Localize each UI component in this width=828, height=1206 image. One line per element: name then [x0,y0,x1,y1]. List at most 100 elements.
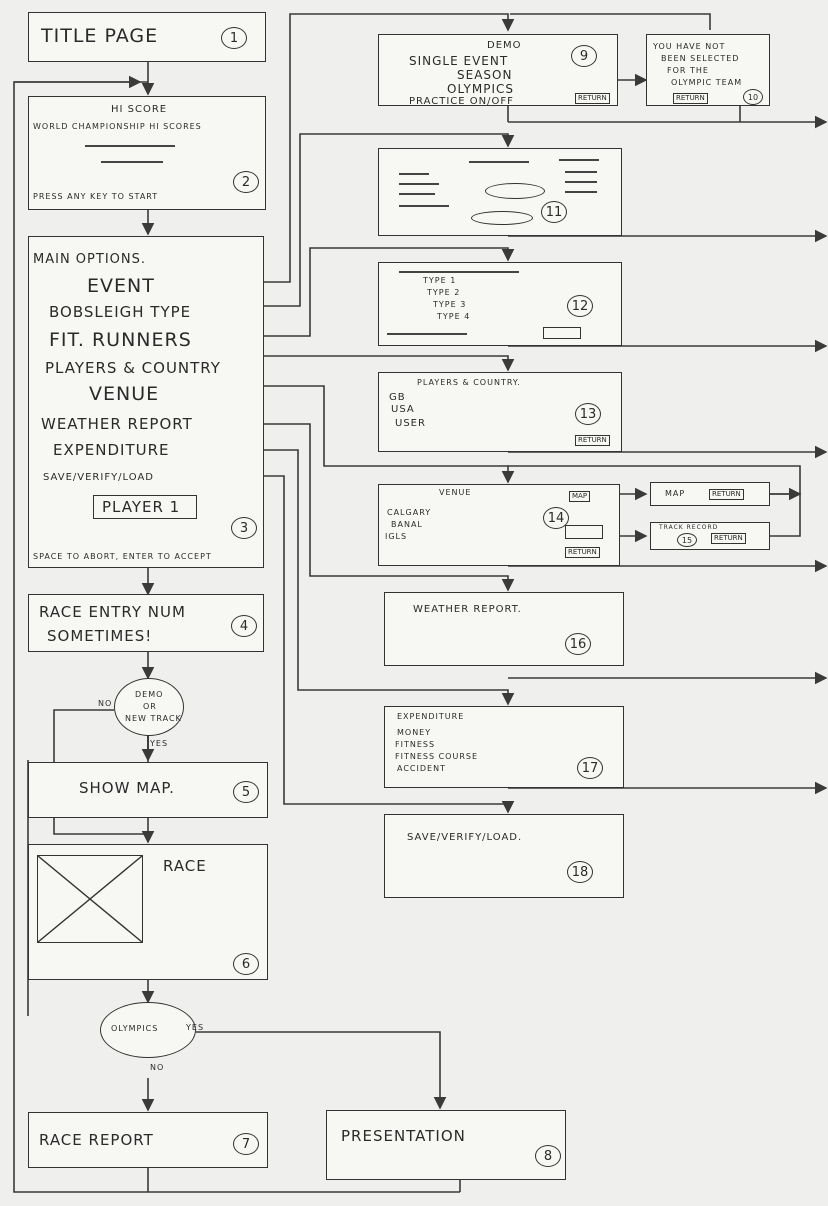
map-sub-label: MAP [665,490,685,498]
expenditure-course: FITNESS COURSE [395,753,478,761]
step-number-1: 1 [221,27,247,49]
venue-heading: VENUE [439,489,471,497]
expenditure-fitness: FITNESS [395,741,435,749]
sketch-line [565,191,597,193]
event-line-practice: PRACTICE ON/OFF [409,97,514,107]
sketch-line [559,159,599,161]
sketch-line [565,171,597,173]
weather-label: WEATHER REPORT. [413,605,522,615]
step-number-4: 4 [231,615,257,637]
main-item-players: PLAYERS & COUNTRY [45,361,221,376]
track-record-box: TRACK RECORD 15 RETURN [650,522,770,550]
hiscore-line [85,145,175,147]
title-page-box: TITLE PAGE 1 [28,12,266,62]
race-entry-line2: SOMETIMES! [47,629,152,644]
venue-box: VENUE CALGARY BANAL IGLS MAP 14 RETURN [378,484,620,566]
main-options-box: MAIN OPTIONS. EVENT BOBSLEIGH TYPE FIT. … [28,236,264,568]
runner-type-1: TYPE 1 [423,277,456,285]
bobsleigh-type-box: 11 [378,148,622,236]
sketch-line [399,271,519,273]
main-item-save: SAVE/VERIFY/LOAD [43,473,154,483]
players-gb: GB [389,393,406,403]
demo-decision: DEMO OR NEW TRACK [114,678,184,736]
expenditure-heading: EXPENDITURE [397,713,464,721]
placeholder-cross [38,856,142,942]
sketch-line [399,205,449,207]
step-number-6: 6 [233,953,259,975]
step-number-12: 12 [567,295,593,317]
players-heading: PLAYERS & COUNTRY. [417,379,521,387]
players-country-box: PLAYERS & COUNTRY. GB USA USER 13 RETURN [378,372,622,452]
venue-return-button: RETURN [565,547,600,558]
players-user: USER [395,419,426,429]
not-selected-line1: YOU HAVE NOT [653,43,725,51]
step-number-2: 2 [233,171,259,193]
race-image-placeholder [37,855,143,943]
race-entry-line1: RACE ENTRY NUM [39,605,186,620]
title-page-label: TITLE PAGE [41,27,158,46]
map-sub-box: MAP RETURN [650,482,770,506]
expenditure-box: EXPENDITURE MONEY FITNESS FITNESS COURSE… [384,706,624,788]
demo-line2: OR [143,703,157,711]
save-verify-load-box: SAVE/VERIFY/LOAD. 18 [384,814,624,898]
event-line-season: SEASON [457,69,512,81]
hiscore-box: HI SCORE WORLD CHAMPIONSHIP HI SCORES 2 … [28,96,266,210]
show-map-label: SHOW MAP. [79,781,175,796]
main-options-heading: MAIN OPTIONS. [33,253,146,266]
step-number-15: 15 [677,533,697,547]
hiscore-line [101,161,163,163]
main-item-bobsleigh: BOBSLEIGH TYPE [49,305,191,320]
main-options-footer: SPACE TO ABORT, ENTER TO ACCEPT [33,553,212,561]
runners-button [543,327,581,339]
olympics-no-label: NO [150,1064,164,1072]
presentation-box: PRESENTATION 8 [326,1110,566,1180]
demo-yes-label: YES [150,740,168,748]
map-sub-return-button: RETURN [709,489,744,500]
not-selected-line4: OLYMPIC TEAM [671,79,742,87]
event-line-olympics: OLYMPICS [447,83,514,95]
main-item-venue: VENUE [89,385,159,404]
venue-map-button: MAP [569,491,590,502]
runner-type-4: TYPE 4 [437,313,470,321]
demo-no-label: NO [98,700,112,708]
step-number-3: 3 [231,517,257,539]
player-button: PLAYER 1 [93,495,197,519]
sketch-line [399,183,439,185]
step-number-5: 5 [233,781,259,803]
hiscore-title: HI SCORE [111,105,167,115]
step-number-11: 11 [541,201,567,223]
main-item-weather: WEATHER REPORT [41,417,193,432]
olympics-yes-label: YES [186,1024,204,1032]
venue-calgary: CALGARY [387,509,431,517]
event-return-button: RETURN [575,93,610,104]
bobsleigh-sketch [485,183,545,199]
event-line-single: SINGLE EVENT [409,55,508,67]
not-selected-line2: BEEN SELECTED [661,55,739,63]
sketch-line [565,181,597,183]
demo-line3: NEW TRACK [125,715,182,723]
step-number-13: 13 [575,403,601,425]
sketch-line [399,173,429,175]
runners-box: TYPE 1 TYPE 2 TYPE 3 TYPE 4 12 [378,262,622,346]
expenditure-accident: ACCIDENT [397,765,446,773]
players-return-button: RETURN [575,435,610,446]
race-box: RACE 6 [28,844,268,980]
not-selected-line3: FOR THE [667,67,709,75]
hiscore-footer: PRESS ANY KEY TO START [33,193,158,201]
sketch-line [399,193,435,195]
not-selected-box: YOU HAVE NOT BEEN SELECTED FOR THE OLYMP… [646,34,770,106]
sketch-line [469,161,529,163]
players-usa: USA [391,405,415,415]
step-number-18: 18 [567,861,593,883]
expenditure-money: MONEY [397,729,431,737]
runner-type-3: TYPE 3 [433,301,466,309]
player-button-label: PLAYER 1 [102,500,180,515]
step-number-7: 7 [233,1133,259,1155]
sketch-line [387,333,467,335]
main-item-runners: FIT. RUNNERS [49,331,192,350]
track-record-label: TRACK RECORD [659,525,718,531]
show-map-box: SHOW MAP. 5 [28,762,268,818]
race-label: RACE [163,859,207,874]
venue-record-button [565,525,603,539]
runner-type-2: TYPE 2 [427,289,460,297]
